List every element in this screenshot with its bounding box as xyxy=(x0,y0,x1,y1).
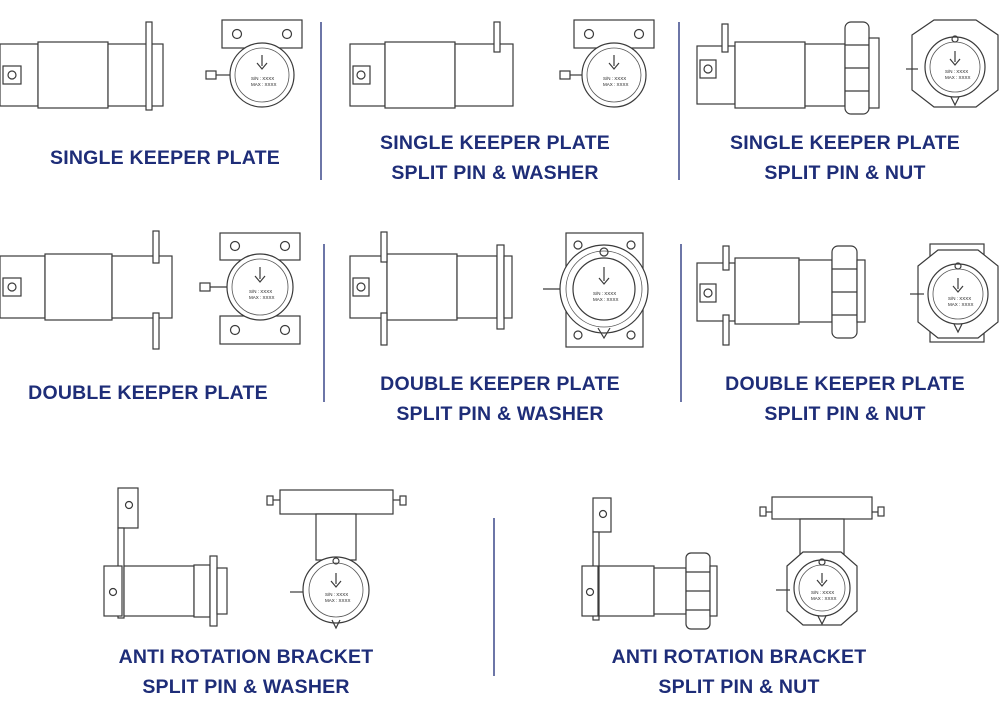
caption-double-keeper-split-pin-washer: DOUBLE KEEPER PLATE SPLIT PIN & WASHER xyxy=(345,369,655,429)
caption-line: DOUBLE KEEPER PLATE xyxy=(725,373,965,395)
caption-line: SPLIT PIN & WASHER xyxy=(391,162,599,184)
max-text-v4: MAX : XXXX xyxy=(249,295,275,300)
serial-text-v8: S/N : XXXX xyxy=(811,590,834,595)
caption-line: SINGLE KEEPER PLATE xyxy=(50,147,280,169)
serial-text-v2: S/N : XXXX xyxy=(603,76,626,81)
side-view-v6 xyxy=(696,245,866,346)
caption-anti-rotation-split-pin-washer: ANTI ROTATION BRACKET SPLIT PIN & WASHER xyxy=(86,642,406,702)
end-view-v1: S/N : XXXX MAX : XXXX xyxy=(205,19,303,108)
max-text-v1: MAX : XXXX xyxy=(251,82,277,87)
serial-text-v7: S/N : XXXX xyxy=(325,592,348,597)
end-view-v6: S/N : XXXX MAX : XXXX xyxy=(910,243,999,343)
max-text-v6: MAX : XXXX xyxy=(948,302,974,307)
side-view-v8 xyxy=(581,497,718,630)
caption-line: DOUBLE KEEPER PLATE xyxy=(28,382,268,404)
caption-double-keeper-plate: DOUBLE KEEPER PLATE xyxy=(0,378,296,408)
serial-text-v5: S/N : XXXX xyxy=(593,291,616,296)
caption-line: DOUBLE KEEPER PLATE xyxy=(380,373,620,395)
end-view-v4: S/N : XXXX MAX : XXXX xyxy=(199,232,301,345)
caption-double-keeper-split-pin-nut: DOUBLE KEEPER PLATE SPLIT PIN & NUT xyxy=(690,369,1000,429)
end-view-v5: S/N : XXXX MAX : XXXX xyxy=(543,232,649,348)
max-text-v3: MAX : XXXX xyxy=(945,75,971,80)
side-view-v3 xyxy=(696,21,880,115)
end-view-v8: S/N : XXXX MAX : XXXX xyxy=(759,496,885,626)
side-view-v7 xyxy=(103,487,228,627)
end-view-v7: S/N : XXXX MAX : XXXX xyxy=(266,489,407,630)
caption-single-keeper-split-pin-nut: SINGLE KEEPER PLATE SPLIT PIN & NUT xyxy=(690,128,1000,188)
side-view-v1 xyxy=(0,21,164,111)
side-view-v4 xyxy=(0,230,173,350)
max-text-v8: MAX : XXXX xyxy=(811,596,837,601)
serial-text-v4: S/N : XXXX xyxy=(249,289,272,294)
caption-line: SPLIT PIN & NUT xyxy=(658,676,820,698)
caption-line: ANTI ROTATION BRACKET xyxy=(611,646,867,668)
caption-line: SPLIT PIN & NUT xyxy=(764,162,926,184)
end-view-v2: S/N : XXXX MAX : XXXX xyxy=(559,19,655,108)
end-view-v3: S/N : XXXX MAX : XXXX xyxy=(906,19,999,108)
caption-single-keeper-split-pin-washer: SINGLE KEEPER PLATE SPLIT PIN & WASHER xyxy=(340,128,650,188)
caption-line: SPLIT PIN & NUT xyxy=(764,403,926,425)
divider-lines xyxy=(320,22,682,676)
caption-line: SINGLE KEEPER PLATE xyxy=(380,132,610,154)
caption-line: SINGLE KEEPER PLATE xyxy=(730,132,960,154)
caption-single-keeper-plate: SINGLE KEEPER PLATE xyxy=(20,143,310,173)
side-view-v5 xyxy=(349,231,513,346)
caption-line: SPLIT PIN & WASHER xyxy=(142,676,350,698)
caption-line: SPLIT PIN & WASHER xyxy=(396,403,604,425)
serial-text-v1: S/N : XXXX xyxy=(251,76,274,81)
serial-text-v6: S/N : XXXX xyxy=(948,296,971,301)
max-text-v2: MAX : XXXX xyxy=(603,82,629,87)
serial-text-v3: S/N : XXXX xyxy=(945,69,968,74)
max-text-v5: MAX : XXXX xyxy=(593,297,619,302)
caption-line: ANTI ROTATION BRACKET xyxy=(118,646,374,668)
side-view-v2 xyxy=(349,21,514,109)
max-text-v7: MAX : XXXX xyxy=(325,598,351,603)
caption-anti-rotation-split-pin-nut: ANTI ROTATION BRACKET SPLIT PIN & NUT xyxy=(579,642,899,702)
